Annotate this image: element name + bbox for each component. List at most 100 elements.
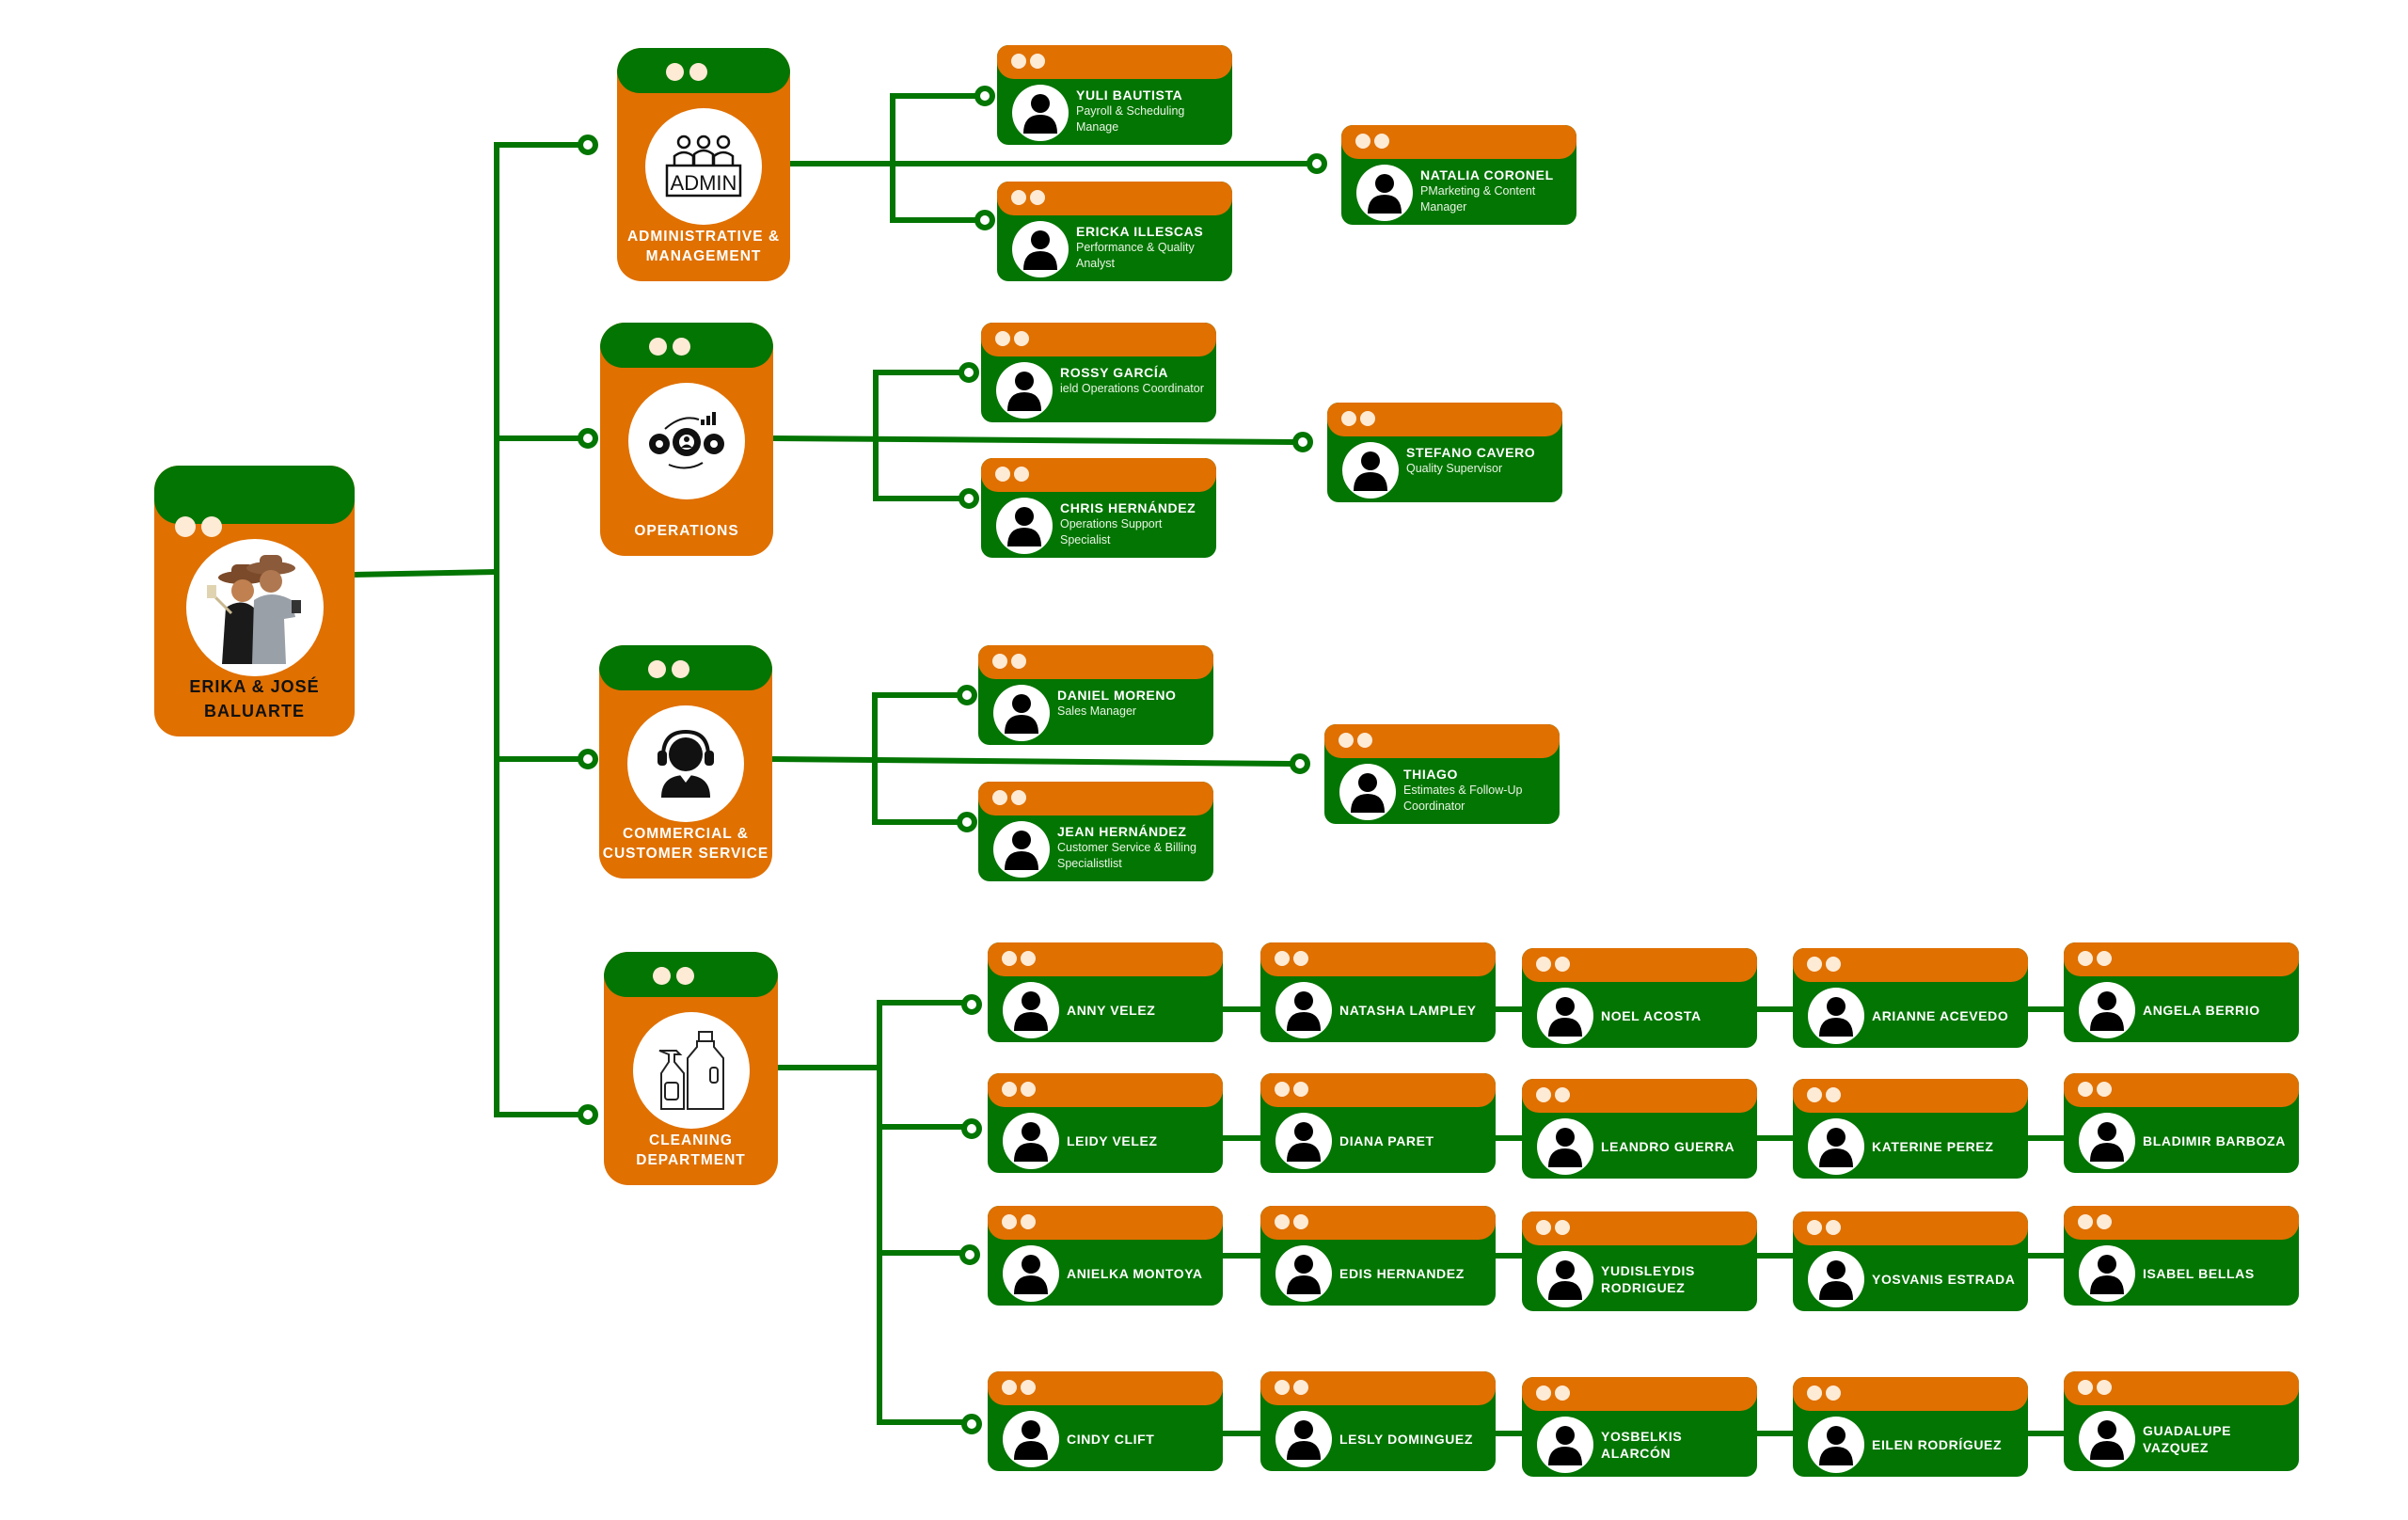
person-avatar-icon bbox=[1003, 982, 1059, 1038]
person-name: ANNY VELEZ bbox=[1067, 1003, 1156, 1018]
person-card[interactable]: YOSVANIS ESTRADA bbox=[1793, 1211, 2028, 1311]
window-dots bbox=[1536, 1087, 1570, 1102]
person-avatar-icon bbox=[1537, 988, 1593, 1044]
window-dots bbox=[1807, 1087, 1841, 1102]
person-card[interactable]: YOSBELKIS ALARCÓN bbox=[1522, 1377, 1757, 1477]
window-dots bbox=[2078, 1214, 2112, 1229]
dept-label: COMMERCIAL & CUSTOMER SERVICE bbox=[602, 826, 769, 862]
person-avatar-icon bbox=[1356, 165, 1413, 221]
window-dots bbox=[1002, 1380, 1036, 1395]
person-card[interactable]: ISABEL BELLAS bbox=[2064, 1206, 2299, 1306]
person-card[interactable]: CINDY CLIFT bbox=[988, 1371, 1223, 1471]
person-name: CINDY CLIFT bbox=[1067, 1432, 1155, 1447]
admin-team-icon: ADMIN bbox=[665, 135, 742, 198]
person-name: JEAN HERNÁNDEZ bbox=[1057, 824, 1187, 839]
window-dots bbox=[648, 660, 689, 678]
window-dots bbox=[1355, 134, 1389, 149]
window-dots bbox=[1807, 1385, 1841, 1401]
root-card[interactable]: ERIKA & JOSÉ BALUARTE bbox=[154, 466, 355, 736]
person-card[interactable]: STEFANO CAVERO Quality Supervisor bbox=[1327, 403, 1562, 502]
person-name: YOSVANIS ESTRADA bbox=[1872, 1272, 2016, 1287]
person-name: ERICKA ILLESCAS bbox=[1076, 224, 1204, 239]
person-card[interactable]: YUDISLEYDIS RODRIGUEZ bbox=[1522, 1211, 1757, 1311]
person-avatar-icon bbox=[1342, 442, 1399, 499]
window-dots bbox=[995, 331, 1029, 346]
person-avatar-icon bbox=[1012, 85, 1069, 141]
window-dots bbox=[649, 338, 690, 356]
window-dots bbox=[1002, 951, 1036, 966]
dept-icon-circle bbox=[628, 383, 745, 499]
person-avatar-icon bbox=[996, 498, 1053, 554]
person-card[interactable]: KATERINE PEREZ bbox=[1793, 1079, 2028, 1179]
person-card[interactable]: LEIDY VELEZ bbox=[988, 1073, 1223, 1173]
node-operations bbox=[578, 428, 598, 449]
person-avatar-icon bbox=[993, 821, 1050, 878]
window-dots bbox=[2078, 1082, 2112, 1097]
person-avatar-icon bbox=[1275, 1245, 1332, 1302]
person-card[interactable]: BLADIMIR BARBOZA bbox=[2064, 1073, 2299, 1173]
gears-person-icon bbox=[649, 412, 724, 469]
person-card[interactable]: LESLY DOMINGUEZ bbox=[1260, 1371, 1496, 1471]
person-name: ARIANNE ACEVEDO bbox=[1872, 1008, 2009, 1023]
person-avatar-icon bbox=[1275, 982, 1332, 1038]
window-dots bbox=[995, 467, 1029, 482]
person-name: LESLY DOMINGUEZ bbox=[1339, 1432, 1474, 1447]
person-card[interactable]: NOEL ACOSTA bbox=[1522, 948, 1757, 1048]
person-card[interactable]: LEANDRO GUERRA bbox=[1522, 1079, 1757, 1179]
person-card[interactable]: ANIELKA MONTOYA bbox=[988, 1206, 1223, 1306]
dept-icon-circle: ADMIN bbox=[645, 108, 762, 225]
person-card[interactable]: ARIANNE ACEVEDO bbox=[1793, 948, 2028, 1048]
window-dots bbox=[2078, 951, 2112, 966]
cleaning-bottles-icon bbox=[658, 1031, 724, 1110]
dept-icon-circle bbox=[632, 1012, 750, 1129]
window-dots bbox=[1275, 1214, 1308, 1229]
person-avatar-icon bbox=[1012, 221, 1069, 277]
person-name: ANGELA BERRIO bbox=[2143, 1003, 2260, 1018]
person-avatar-icon bbox=[1537, 1118, 1593, 1175]
person-card[interactable]: ANNY VELEZ bbox=[988, 942, 1223, 1042]
person-card[interactable]: ANGELA BERRIO bbox=[2064, 942, 2299, 1042]
person-name: STEFANO CAVERO bbox=[1406, 445, 1536, 460]
dept-card-cleaning[interactable]: CLEANING DEPARTMENT bbox=[604, 952, 778, 1185]
person-role: Sales Manager bbox=[1057, 705, 1137, 718]
window-dots bbox=[1275, 1380, 1308, 1395]
person-name: ISABEL BELLAS bbox=[2143, 1266, 2255, 1281]
card-header bbox=[154, 466, 355, 524]
window-dots bbox=[1002, 1214, 1036, 1229]
dept-icon-circle bbox=[627, 705, 744, 822]
person-card[interactable]: NATASHA LAMPLEY bbox=[1260, 942, 1496, 1042]
person-name: ROSSY GARCÍA bbox=[1060, 365, 1169, 380]
person-role: Payroll & Scheduling Manage bbox=[1076, 104, 1185, 134]
ops-to-stefano bbox=[772, 435, 1295, 445]
couple-photo-icon bbox=[206, 555, 301, 664]
person-avatar-icon bbox=[1537, 1251, 1593, 1307]
window-dots bbox=[1807, 957, 1841, 972]
svg-text:ADMIN: ADMIN bbox=[671, 171, 737, 195]
person-avatar-icon bbox=[1003, 1113, 1059, 1169]
dept-card-commercial[interactable]: COMMERCIAL & CUSTOMER SERVICE bbox=[599, 645, 772, 879]
person-name: DIANA PARET bbox=[1339, 1133, 1434, 1148]
person-card[interactable]: EILEN RODRÍGUEZ bbox=[1793, 1377, 2028, 1477]
person-card[interactable]: EDIS HERNANDEZ bbox=[1260, 1206, 1496, 1306]
person-name: EILEN RODRÍGUEZ bbox=[1872, 1437, 2003, 1452]
person-card[interactable]: GUADALUPE VAZQUEZ bbox=[2064, 1371, 2299, 1471]
person-name: ANIELKA MONTOYA bbox=[1067, 1266, 1203, 1281]
person-avatar-icon bbox=[2079, 982, 2135, 1038]
dept-label: ADMINISTRATIVE & MANAGEMENT bbox=[626, 229, 781, 264]
window-dots bbox=[1011, 190, 1045, 205]
window-dots bbox=[992, 790, 1026, 805]
window-dots bbox=[1341, 411, 1375, 426]
person-role: Quality Supervisor bbox=[1406, 462, 1503, 475]
person-avatar-icon bbox=[2079, 1245, 2135, 1302]
dept-card-operations[interactable]: OPERATIONS bbox=[600, 323, 773, 556]
dept-card-admin[interactable]: ADMIN ADMINISTRATIVE & MANAGEMENT bbox=[617, 48, 790, 281]
person-card[interactable]: DIANA PARET bbox=[1260, 1073, 1496, 1173]
